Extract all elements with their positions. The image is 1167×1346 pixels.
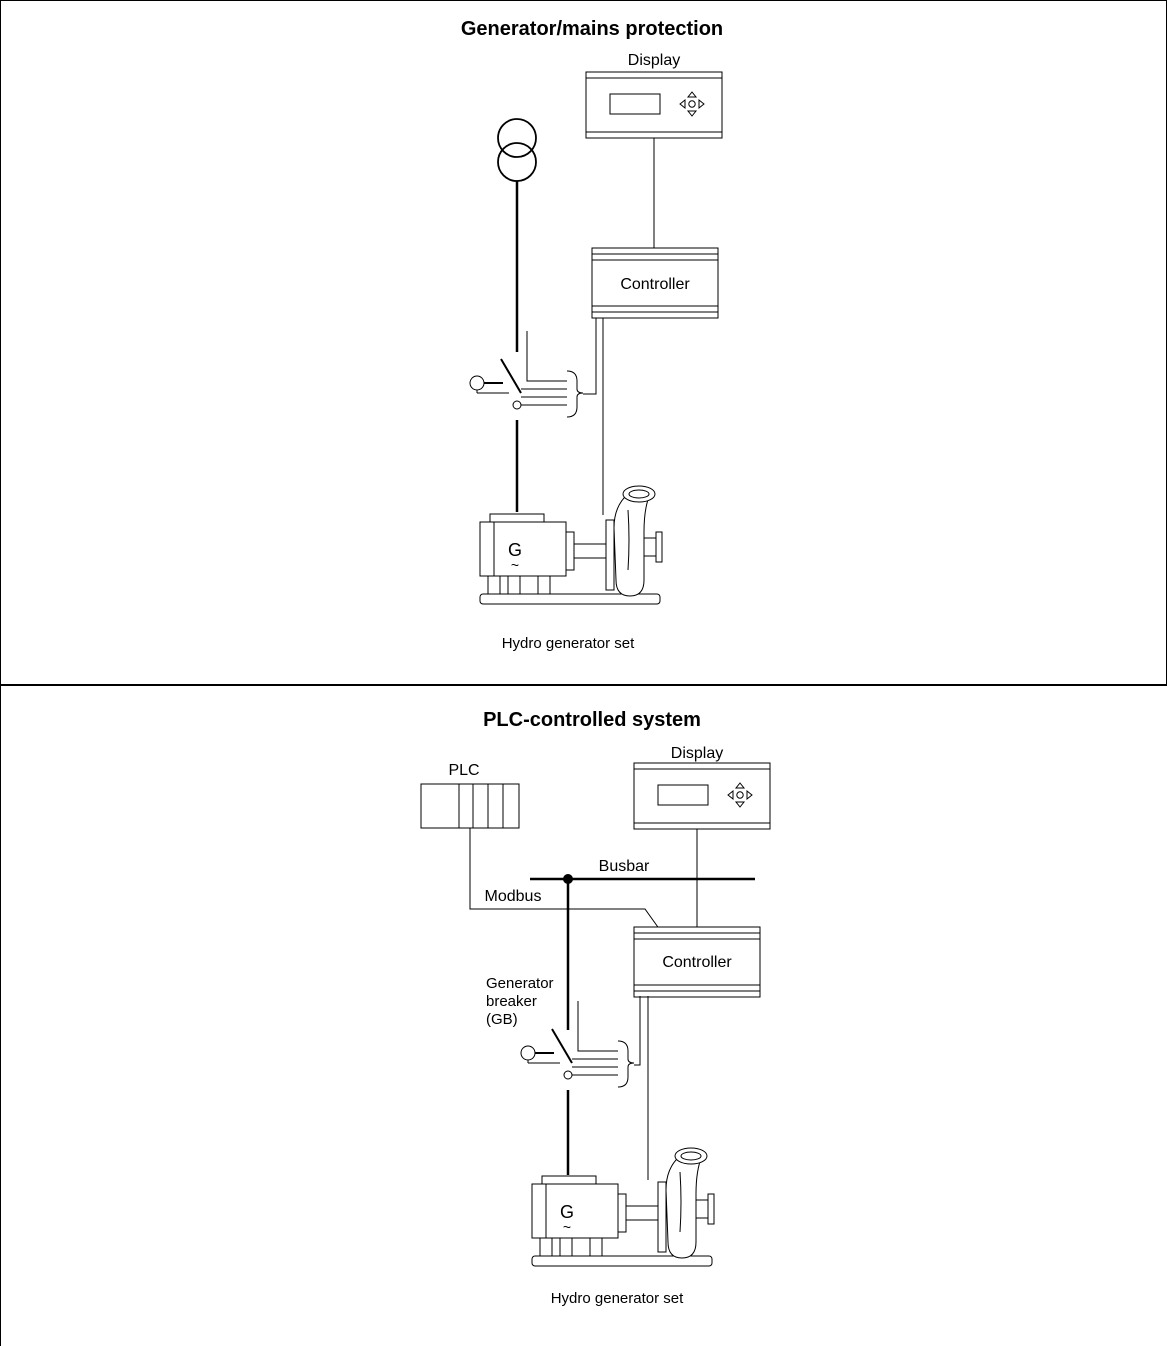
modbus-line <box>469 828 661 931</box>
panel1-display-label: Display <box>628 52 680 69</box>
panel-plc-controlled-system <box>0 685 1167 1346</box>
panel1-generator-tilde: ~ <box>511 557 519 573</box>
circuit-breaker-icon <box>469 330 584 418</box>
panel2-display-unit <box>633 762 771 830</box>
breaker-label-line-2: breaker <box>486 993 537 1010</box>
panel2-controller-label: Controller <box>662 954 732 971</box>
panel2-generator-tilde: ~ <box>563 1219 571 1235</box>
panel1-controller-signal-line <box>583 318 597 395</box>
plc-unit <box>420 783 520 829</box>
panel1-generator-set-label: Hydro generator set <box>502 635 635 652</box>
panel2-title: PLC-controlled system <box>483 709 701 731</box>
panel1-title: Generator/mains protection <box>461 18 723 40</box>
breaker-label-line-1: Generator <box>486 975 554 992</box>
panel2-generator-set-label: Hydro generator set <box>551 1290 684 1307</box>
panel1-generator-symbol: G <box>508 540 522 560</box>
panel1-display-unit <box>585 71 723 139</box>
panel2-breaker-label: Generator breaker (GB) <box>486 975 554 1028</box>
panel2-modbus-label: Modbus <box>485 888 542 905</box>
panel1-controller-label: Controller <box>620 276 690 293</box>
panel2-display-label: Display <box>671 745 723 762</box>
panel2-controller-signal-line <box>634 996 641 1066</box>
panel2-generator-symbol: G <box>560 1202 574 1222</box>
breaker-label-line-3: (GB) <box>486 1011 518 1028</box>
panel2-plc-label: PLC <box>448 762 479 779</box>
panel2-busbar-label: Busbar <box>599 858 650 875</box>
panel2-circuit-breaker-icon <box>520 1000 635 1088</box>
transformer-icon <box>497 118 537 182</box>
